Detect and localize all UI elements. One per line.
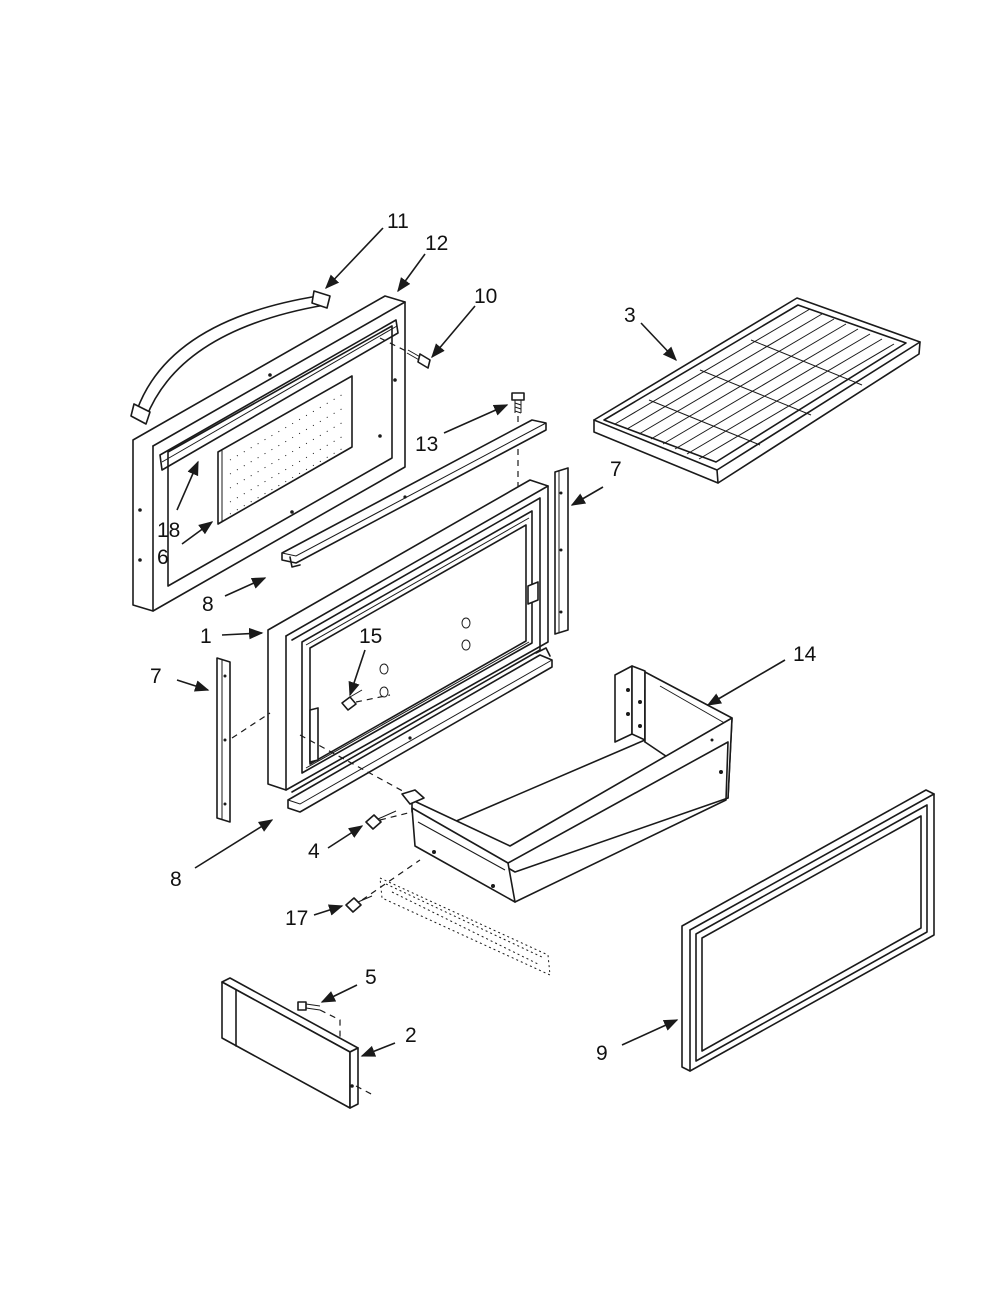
callout-15: 15	[359, 625, 382, 648]
callout-7: 7	[610, 458, 622, 481]
leader-18	[176, 460, 199, 511]
leader-15	[348, 649, 366, 697]
leader-17	[313, 904, 344, 916]
leader-10	[431, 305, 476, 359]
leader-8b	[194, 819, 274, 869]
door-liner-part-1	[267, 479, 549, 793]
leader-11	[325, 227, 384, 290]
leader-12	[397, 253, 426, 293]
leader-6	[181, 521, 214, 545]
door-gasket-part-9	[681, 789, 935, 1072]
leader-1	[221, 627, 264, 640]
leader-7a	[570, 486, 604, 506]
callout-9: 9	[596, 1042, 608, 1065]
callout-5: 5	[365, 966, 377, 989]
callout-12: 12	[425, 232, 448, 255]
leader-7b	[176, 679, 210, 692]
screw-part-5	[297, 1001, 341, 1048]
leader-3	[640, 322, 677, 362]
screw-part-17	[345, 859, 421, 913]
callout-14: 14	[793, 643, 817, 666]
callout-6: 6	[157, 546, 169, 569]
callout-8: 8	[202, 593, 214, 616]
front-trim-panel-part-2	[221, 977, 376, 1109]
rail-part-8-lower	[287, 647, 553, 813]
rail-part-8-upper	[281, 419, 547, 568]
side-trim-part-7-left	[216, 657, 271, 823]
callout-7: 7	[150, 665, 162, 688]
insulation-panel-part-6	[217, 375, 353, 525]
callout-11: 11	[387, 210, 409, 233]
leader-13	[443, 404, 509, 434]
callout-4: 4	[308, 840, 320, 863]
drawer-basket-part-14	[401, 665, 733, 903]
screw-part-4	[365, 810, 413, 830]
leader-9	[621, 1019, 679, 1046]
handle-part-11	[130, 290, 331, 425]
leader-4	[327, 825, 364, 849]
shelf-grid-part-3	[593, 297, 921, 484]
leader-lines	[176, 227, 786, 1057]
drawer-slide-hidden	[379, 877, 551, 976]
callout-2: 2	[405, 1024, 417, 1047]
side-trim-part-7-right	[554, 467, 569, 635]
leader-2	[360, 1042, 396, 1057]
callout-labels: 11 12 10 3 13 7 18 6 8 1 15 14 7 4 8 17 …	[150, 210, 817, 1065]
leader-14	[706, 659, 786, 706]
callout-8: 8	[170, 868, 182, 891]
leader-5	[320, 984, 358, 1003]
callout-13: 13	[415, 433, 438, 456]
callout-3: 3	[624, 304, 636, 327]
leader-8a	[224, 577, 267, 597]
callout-17: 17	[285, 907, 308, 930]
callout-10: 10	[474, 285, 497, 308]
callout-1: 1	[200, 625, 212, 648]
screw-part-10	[379, 337, 431, 369]
callout-18: 18	[157, 519, 180, 542]
